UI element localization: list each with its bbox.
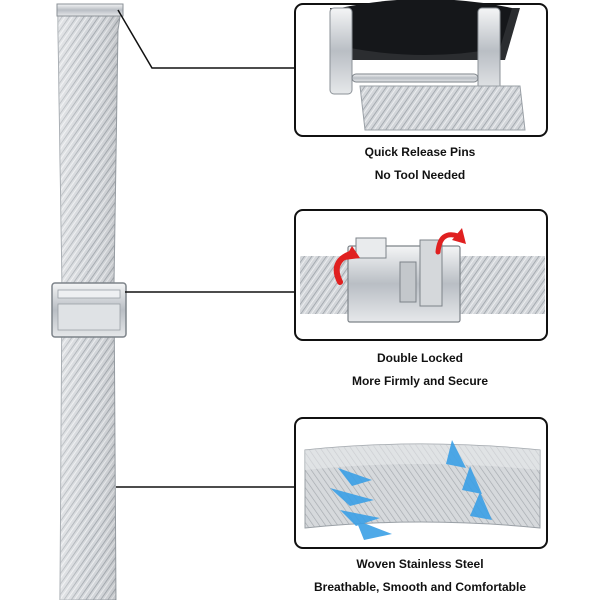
airflow-arrow-icon [330, 440, 492, 540]
feature-1-subtitle: No Tool Needed [374, 168, 466, 182]
feature-2-subtitle: More Firmly and Secure [351, 374, 489, 388]
panel-quick-release [294, 0, 548, 137]
feature-3-title: Woven Stainless Steel [356, 557, 484, 571]
feature-2-title: Double Locked [376, 351, 463, 365]
rotate-arrow-icon [435, 232, 461, 255]
panel-woven-steel [294, 417, 548, 549]
callout-line-1 [117, 9, 295, 69]
feature-3-subtitle: Breathable, Smooth and Comfortable [313, 580, 527, 594]
clasp-image [51, 282, 127, 338]
panel-double-locked [294, 209, 548, 341]
strap-image [51, 3, 127, 600]
feature-1-title: Quick Release Pins [364, 145, 476, 159]
